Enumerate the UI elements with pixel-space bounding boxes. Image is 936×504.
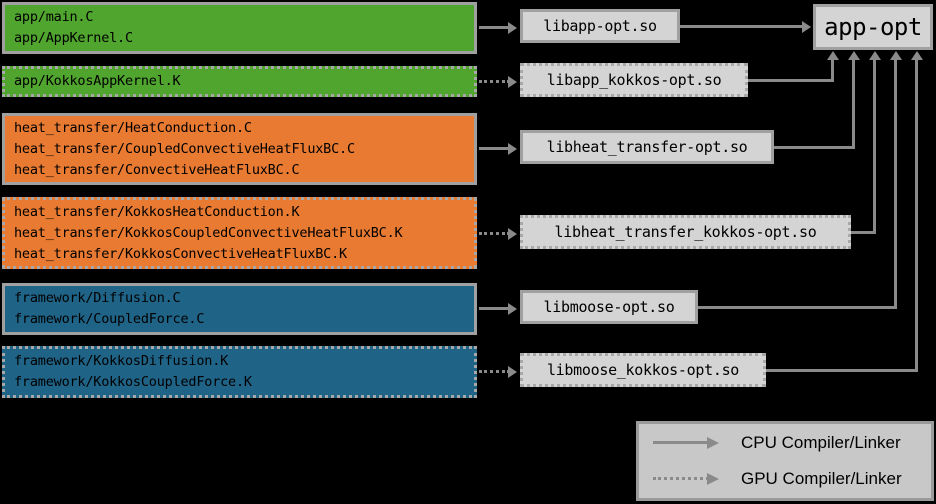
- connector-libapp-kokkos-opt-v: [831, 60, 834, 80]
- arrowhead-target-4: [889, 51, 902, 60]
- legend-label-gpu: GPU Compiler/Linker: [741, 469, 902, 488]
- library-label: libapp-opt.so: [543, 17, 657, 35]
- connector-libmoose-opt-v: [894, 60, 897, 307]
- source-file: heat_transfer/KokkosConvectiveHeatFluxBC…: [14, 245, 347, 262]
- library-label: libheat_transfer-opt.so: [546, 138, 748, 156]
- connector-libapp-kokkos-opt-h: [748, 78, 834, 82]
- library-label: libmoose-opt.so: [543, 298, 675, 316]
- source-file: app/main.C: [14, 9, 94, 25]
- connector-heat-transfer-cpu: [479, 147, 510, 150]
- target-label: app-opt: [824, 13, 922, 41]
- arrowhead-target-2: [847, 51, 860, 60]
- library-label: libheat_transfer_kokkos-opt.so: [554, 223, 817, 241]
- source-group-app-cpu: app/main.C app/AppKernel.C: [2, 2, 477, 54]
- connector-app-cpu: [479, 26, 510, 29]
- library-box-libapp-kokkos-opt: libapp_kokkos-opt.so: [520, 63, 748, 97]
- source-file: framework/KokkosDiffusion.K: [14, 353, 229, 369]
- connector-libheat-transfer-kokkos-opt-h: [851, 230, 876, 234]
- connector-framework-cpu: [479, 307, 510, 310]
- source-file: framework/CoupledForce.C: [14, 311, 205, 327]
- connector-framework-gpu: [479, 370, 510, 373]
- connector-app-gpu: [479, 80, 510, 83]
- source-file: app/AppKernel.C: [14, 30, 133, 46]
- arrowhead-app-cpu: [508, 21, 517, 34]
- source-file: app/KokkosAppKernel.K: [14, 73, 181, 89]
- source-file: heat_transfer/KokkosCoupledConvectiveHea…: [14, 224, 403, 241]
- source-group-app-gpu: app/KokkosAppKernel.K: [2, 66, 477, 97]
- legend-label-cpu: CPU Compiler/Linker: [741, 433, 901, 452]
- target-box-app-opt: app-opt: [813, 4, 933, 50]
- arrowhead-framework-cpu: [508, 302, 517, 315]
- arrowhead-framework-gpu: [508, 365, 517, 378]
- connector-libmoose-kokkos-opt-v: [915, 60, 918, 370]
- source-file: heat_transfer/KokkosHeatConduction.K: [14, 203, 300, 220]
- source-group-heat-transfer-gpu: heat_transfer/KokkosHeatConduction.K hea…: [2, 197, 477, 269]
- legend-row-cpu: CPU Compiler/Linker: [639, 425, 931, 461]
- library-box-libmoose-kokkos-opt: libmoose_kokkos-opt.so: [520, 353, 766, 387]
- arrowhead-heat-transfer-gpu: [508, 227, 517, 240]
- connector-libheat-transfer-opt-h: [774, 145, 855, 149]
- source-group-framework-cpu: framework/Diffusion.C framework/CoupledF…: [2, 283, 477, 335]
- source-file: framework/KokkosCoupledForce.K: [14, 374, 252, 390]
- library-label: libapp_kokkos-opt.so: [546, 71, 722, 89]
- arrowhead-target-1: [826, 51, 839, 60]
- legend-row-gpu: GPU Compiler/Linker: [639, 461, 931, 497]
- arrowhead-target-3: [868, 51, 881, 60]
- arrowhead-app-gpu: [508, 75, 517, 88]
- connector-libapp-opt-to-target: [680, 25, 804, 28]
- connector-heat-transfer-gpu: [479, 232, 510, 235]
- library-box-libapp-opt: libapp-opt.so: [520, 9, 680, 43]
- library-label: libmoose_kokkos-opt.so: [546, 361, 740, 379]
- source-file: heat_transfer/HeatConduction.C: [14, 119, 252, 136]
- connector-libmoose-kokkos-opt-h: [766, 368, 918, 372]
- arrowhead-target-5: [910, 51, 923, 60]
- library-box-libheat-transfer-opt: libheat_transfer-opt.so: [520, 130, 774, 164]
- source-file: heat_transfer/CoupledConvectiveHeatFluxB…: [14, 140, 355, 157]
- connector-libheat-transfer-opt-v: [852, 60, 855, 147]
- cpu-line-icon: [653, 437, 725, 449]
- connector-libheat-transfer-kokkos-opt-v: [873, 60, 876, 232]
- gpu-line-icon: [653, 473, 725, 485]
- library-box-libheat-transfer-kokkos-opt: libheat_transfer_kokkos-opt.so: [520, 215, 851, 249]
- connector-libmoose-opt-h: [698, 305, 897, 309]
- arrowhead-libapp-opt-to-target: [802, 20, 811, 33]
- source-file: heat_transfer/ConvectiveHeatFluxBC.C: [14, 161, 300, 178]
- arrowhead-heat-transfer-cpu: [508, 142, 517, 155]
- library-box-libmoose-opt: libmoose-opt.so: [520, 290, 698, 324]
- source-group-framework-gpu: framework/KokkosDiffusion.K framework/Ko…: [2, 346, 477, 398]
- source-file: framework/Diffusion.C: [14, 290, 181, 306]
- legend: CPU Compiler/Linker GPU Compiler/Linker: [636, 421, 934, 501]
- source-group-heat-transfer-cpu: heat_transfer/HeatConduction.C heat_tran…: [2, 113, 477, 185]
